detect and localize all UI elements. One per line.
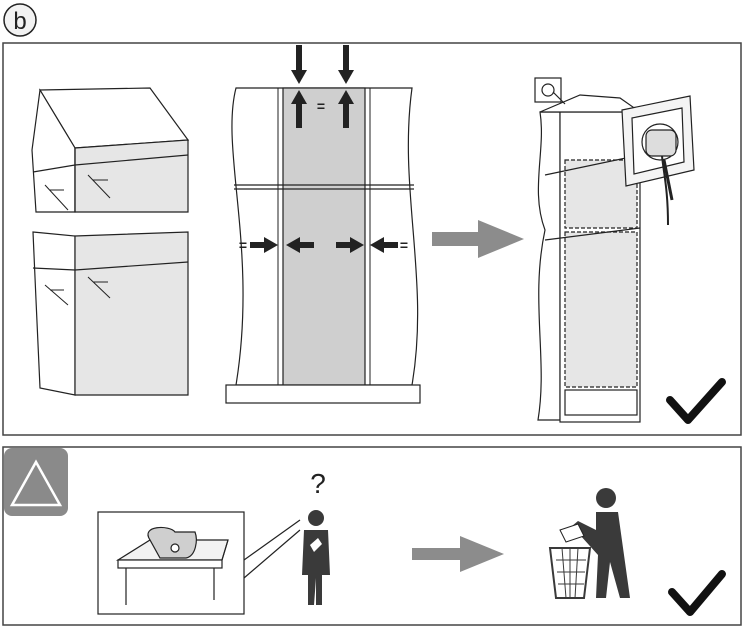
step-badge: b bbox=[3, 3, 37, 37]
top-panel-frame bbox=[2, 42, 742, 436]
small-wall-socket bbox=[534, 77, 566, 105]
door-gap-diagram: = = = bbox=[225, 45, 421, 404]
gray-right-arrow-top bbox=[432, 220, 524, 258]
waste-bin-icon bbox=[548, 488, 630, 599]
bottom-panel-frame bbox=[2, 446, 742, 626]
gap-equal-mark-right: = bbox=[400, 237, 408, 253]
checkmark-icon-bottom bbox=[668, 570, 726, 616]
side-arrows bbox=[250, 237, 398, 253]
gray-right-arrow-bottom bbox=[412, 536, 504, 572]
step-label: b bbox=[13, 8, 26, 35]
top-down-arrows bbox=[291, 45, 354, 128]
checkmark-icon-top bbox=[666, 378, 726, 424]
warning-triangle-icon bbox=[4, 448, 68, 516]
thinking-person-icon: ? bbox=[302, 468, 330, 605]
gap-equal-mark-left: = bbox=[239, 237, 247, 253]
installed-cabinet-illustration bbox=[534, 77, 695, 423]
gap-equal-mark-top: = bbox=[317, 98, 325, 114]
fridge-door-alignment-illustration bbox=[28, 87, 193, 396]
power-socket-icon bbox=[621, 95, 695, 226]
packaging-on-table-illustration bbox=[97, 511, 301, 615]
center-door-panel bbox=[282, 87, 366, 386]
question-mark: ? bbox=[310, 468, 326, 499]
